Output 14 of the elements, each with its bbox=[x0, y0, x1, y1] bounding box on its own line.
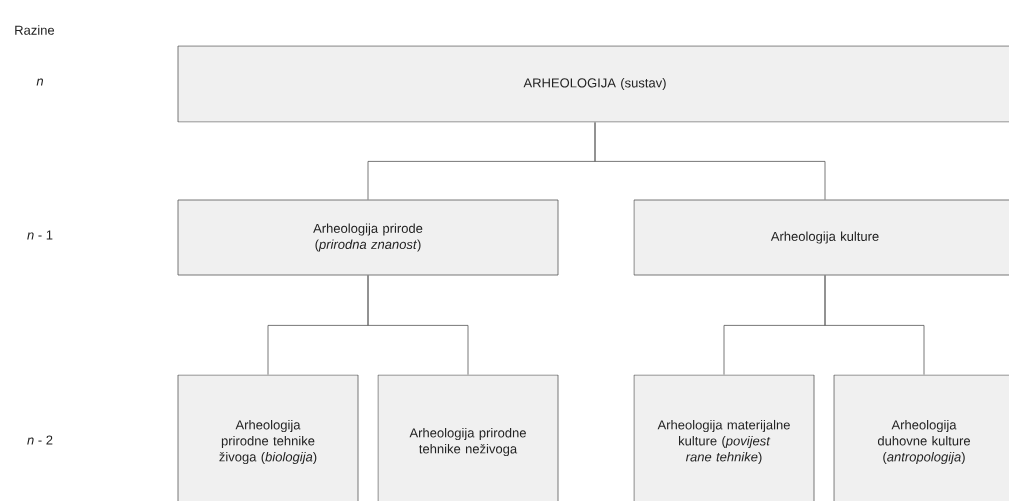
box: Arheologija duhovne kulture (antropologija) bbox=[833, 374, 1009, 501]
box: Arheologija prirode (prirodna znanost) bbox=[177, 199, 559, 276]
box: Arheologija prirodne tehnike živoga (biologija) bbox=[177, 374, 359, 501]
level-label: n bbox=[36, 78, 43, 86]
box: Arheologija materijalne kulture (povijest rane tehnike) bbox=[633, 374, 815, 501]
connector bbox=[367, 275, 469, 375]
connector bbox=[824, 275, 925, 375]
box: Arheologija kulture bbox=[633, 199, 1009, 276]
connector bbox=[594, 122, 826, 200]
level-label: n - 2 bbox=[27, 435, 53, 445]
box: Arheologija prirodne tehnike neživoga bbox=[377, 374, 559, 501]
level-label: Razine bbox=[15, 25, 55, 35]
box: ARHEOLOGIJA (sustav) bbox=[177, 45, 1009, 123]
level-label: n - 1 bbox=[27, 230, 53, 240]
